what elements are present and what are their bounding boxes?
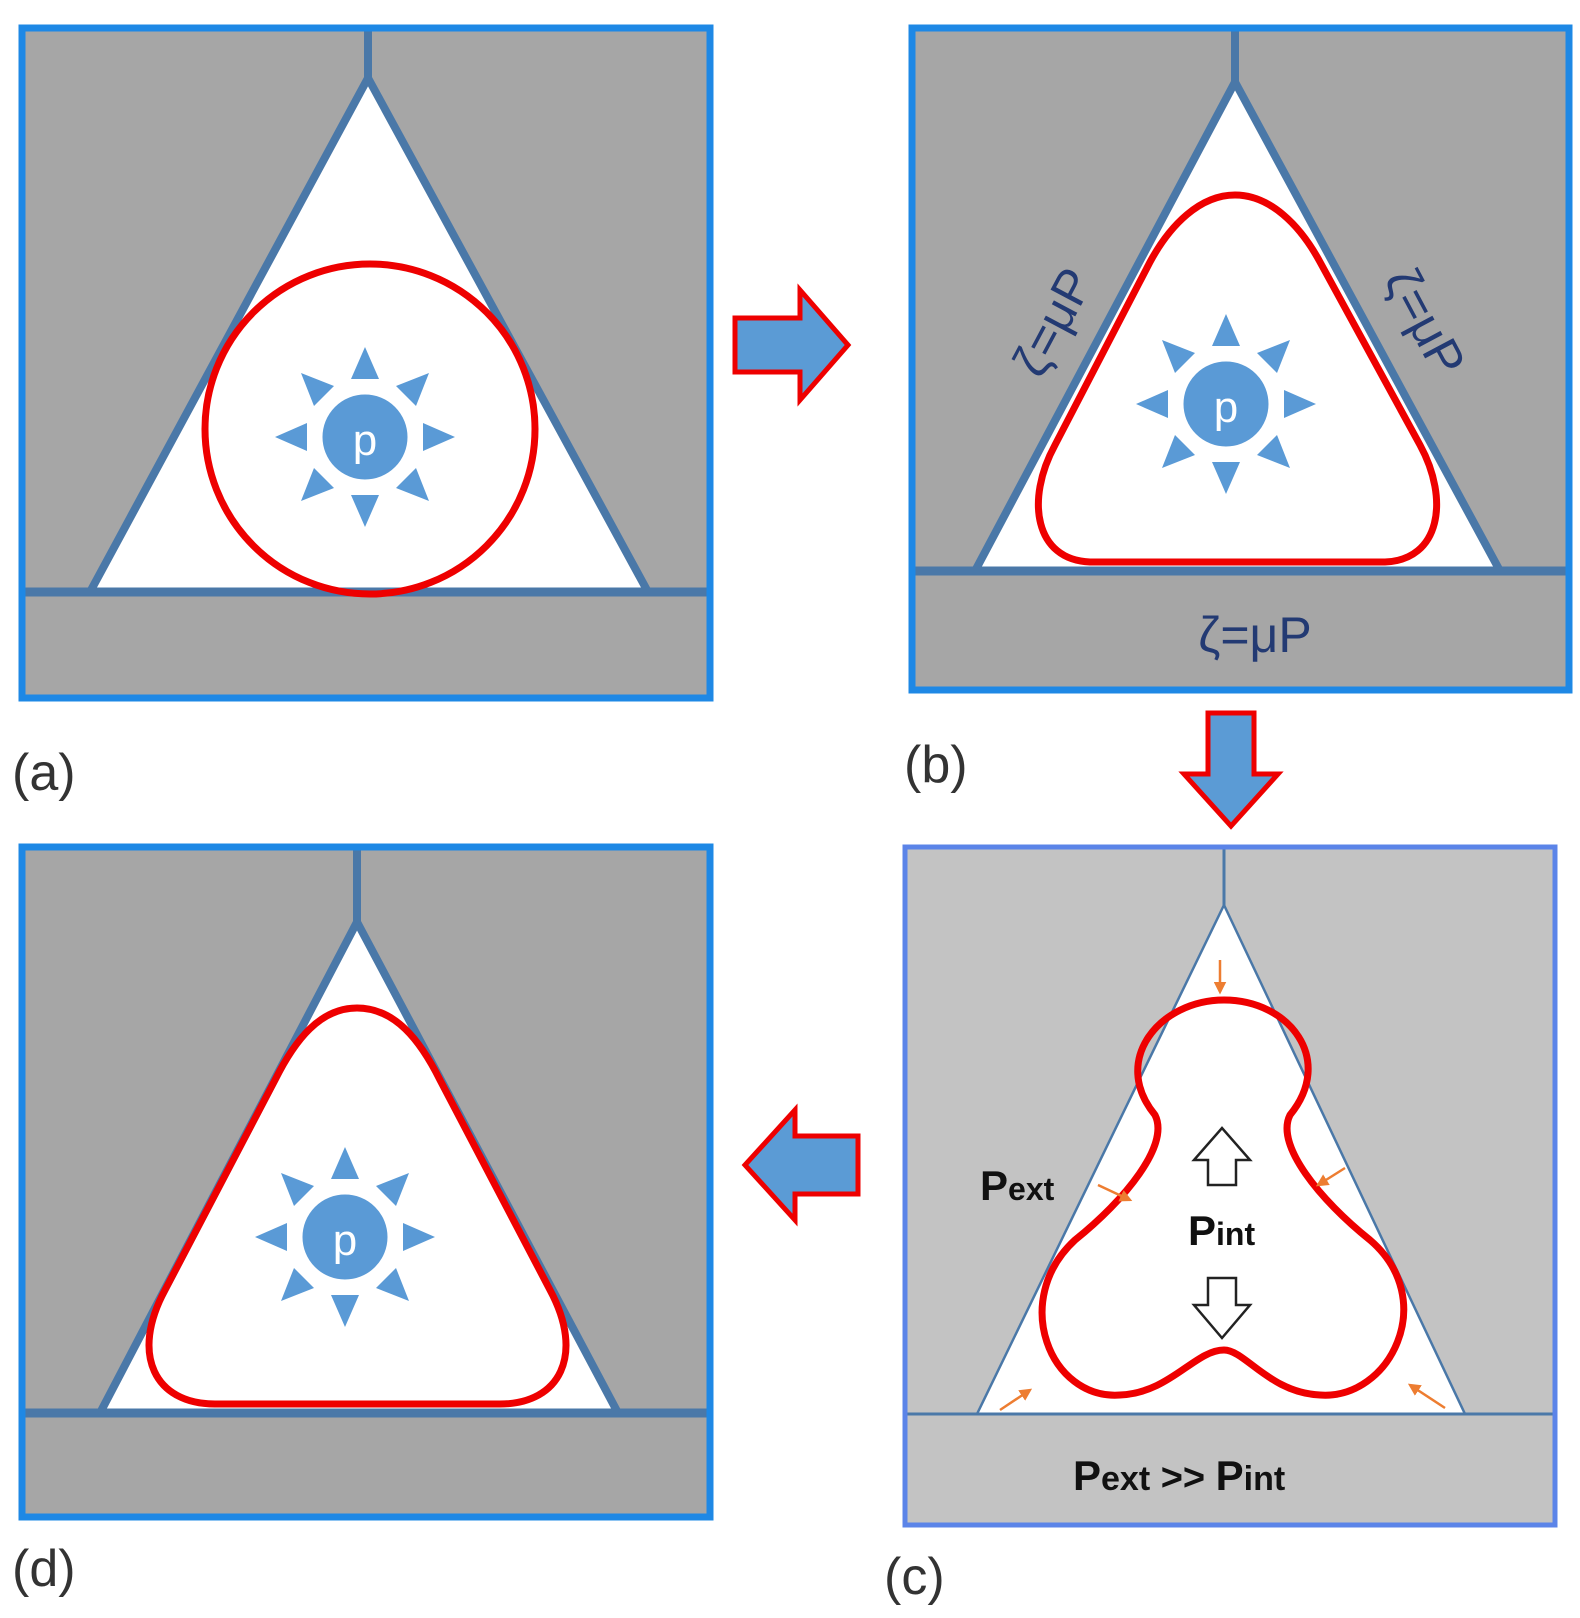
panel-a-membrane [201, 260, 539, 598]
panel-d-cavity [100, 922, 618, 1413]
panel-d-label: (d) [12, 1540, 76, 1598]
panel-c-label: (c) [884, 1548, 945, 1606]
down-arrow-icon [1178, 710, 1284, 830]
panel-b-friction-bottom: ζ=μP [1198, 607, 1311, 663]
panel-a-bottom-die [22, 592, 710, 698]
external-pressure-arrow-right [1315, 1166, 1346, 1187]
panel-c-p-ext-label: Pext [980, 1162, 1055, 1209]
panel-a-border [18, 24, 714, 702]
panel-b-cavity [975, 82, 1500, 571]
external-pressure-arrow-left [1097, 1183, 1133, 1202]
hollow-up-arrow-icon [1191, 1126, 1253, 1187]
panel-c-p-int-label: Pint [1188, 1207, 1255, 1254]
panel-b-pressure-symbol: p [1214, 383, 1238, 432]
panel-d-bottom-die [22, 1413, 710, 1517]
right-arrow-icon [732, 283, 852, 407]
panel-c-border [902, 844, 1558, 1528]
panel-d: p [18, 843, 714, 1521]
panel-c-pressure-relation: Pext >> Pint [1073, 1452, 1285, 1499]
panel-d-membrane [145, 1004, 570, 1408]
panel-c: Pext Pint Pext >> Pint [902, 844, 1558, 1528]
panel-c-membrane [1038, 996, 1408, 1399]
external-pressure-arrow-bottom-left [999, 1388, 1033, 1412]
external-pressure-arrow-bottom-right [1407, 1383, 1446, 1410]
panel-b-membrane [1034, 191, 1441, 566]
panel-a-label: (a) [12, 744, 76, 802]
hollow-down-arrow-icon [1191, 1276, 1253, 1340]
panel-a-pressure-symbol: p [353, 416, 377, 465]
left-arrow-icon [741, 1103, 861, 1227]
panel-a: p [18, 24, 714, 702]
panel-b-border [908, 24, 1573, 694]
panel-b-label: (b) [904, 736, 968, 794]
panel-d-border [18, 843, 714, 1521]
panel-b: p ζ=μP ζ=μP ζ=μP [908, 24, 1573, 694]
panel-a-cavity [90, 78, 648, 592]
panel-c-bottom-die [905, 1414, 1555, 1525]
panel-b-bottom-die [912, 571, 1569, 690]
panel-d-pressure-symbol: p [333, 1216, 357, 1265]
